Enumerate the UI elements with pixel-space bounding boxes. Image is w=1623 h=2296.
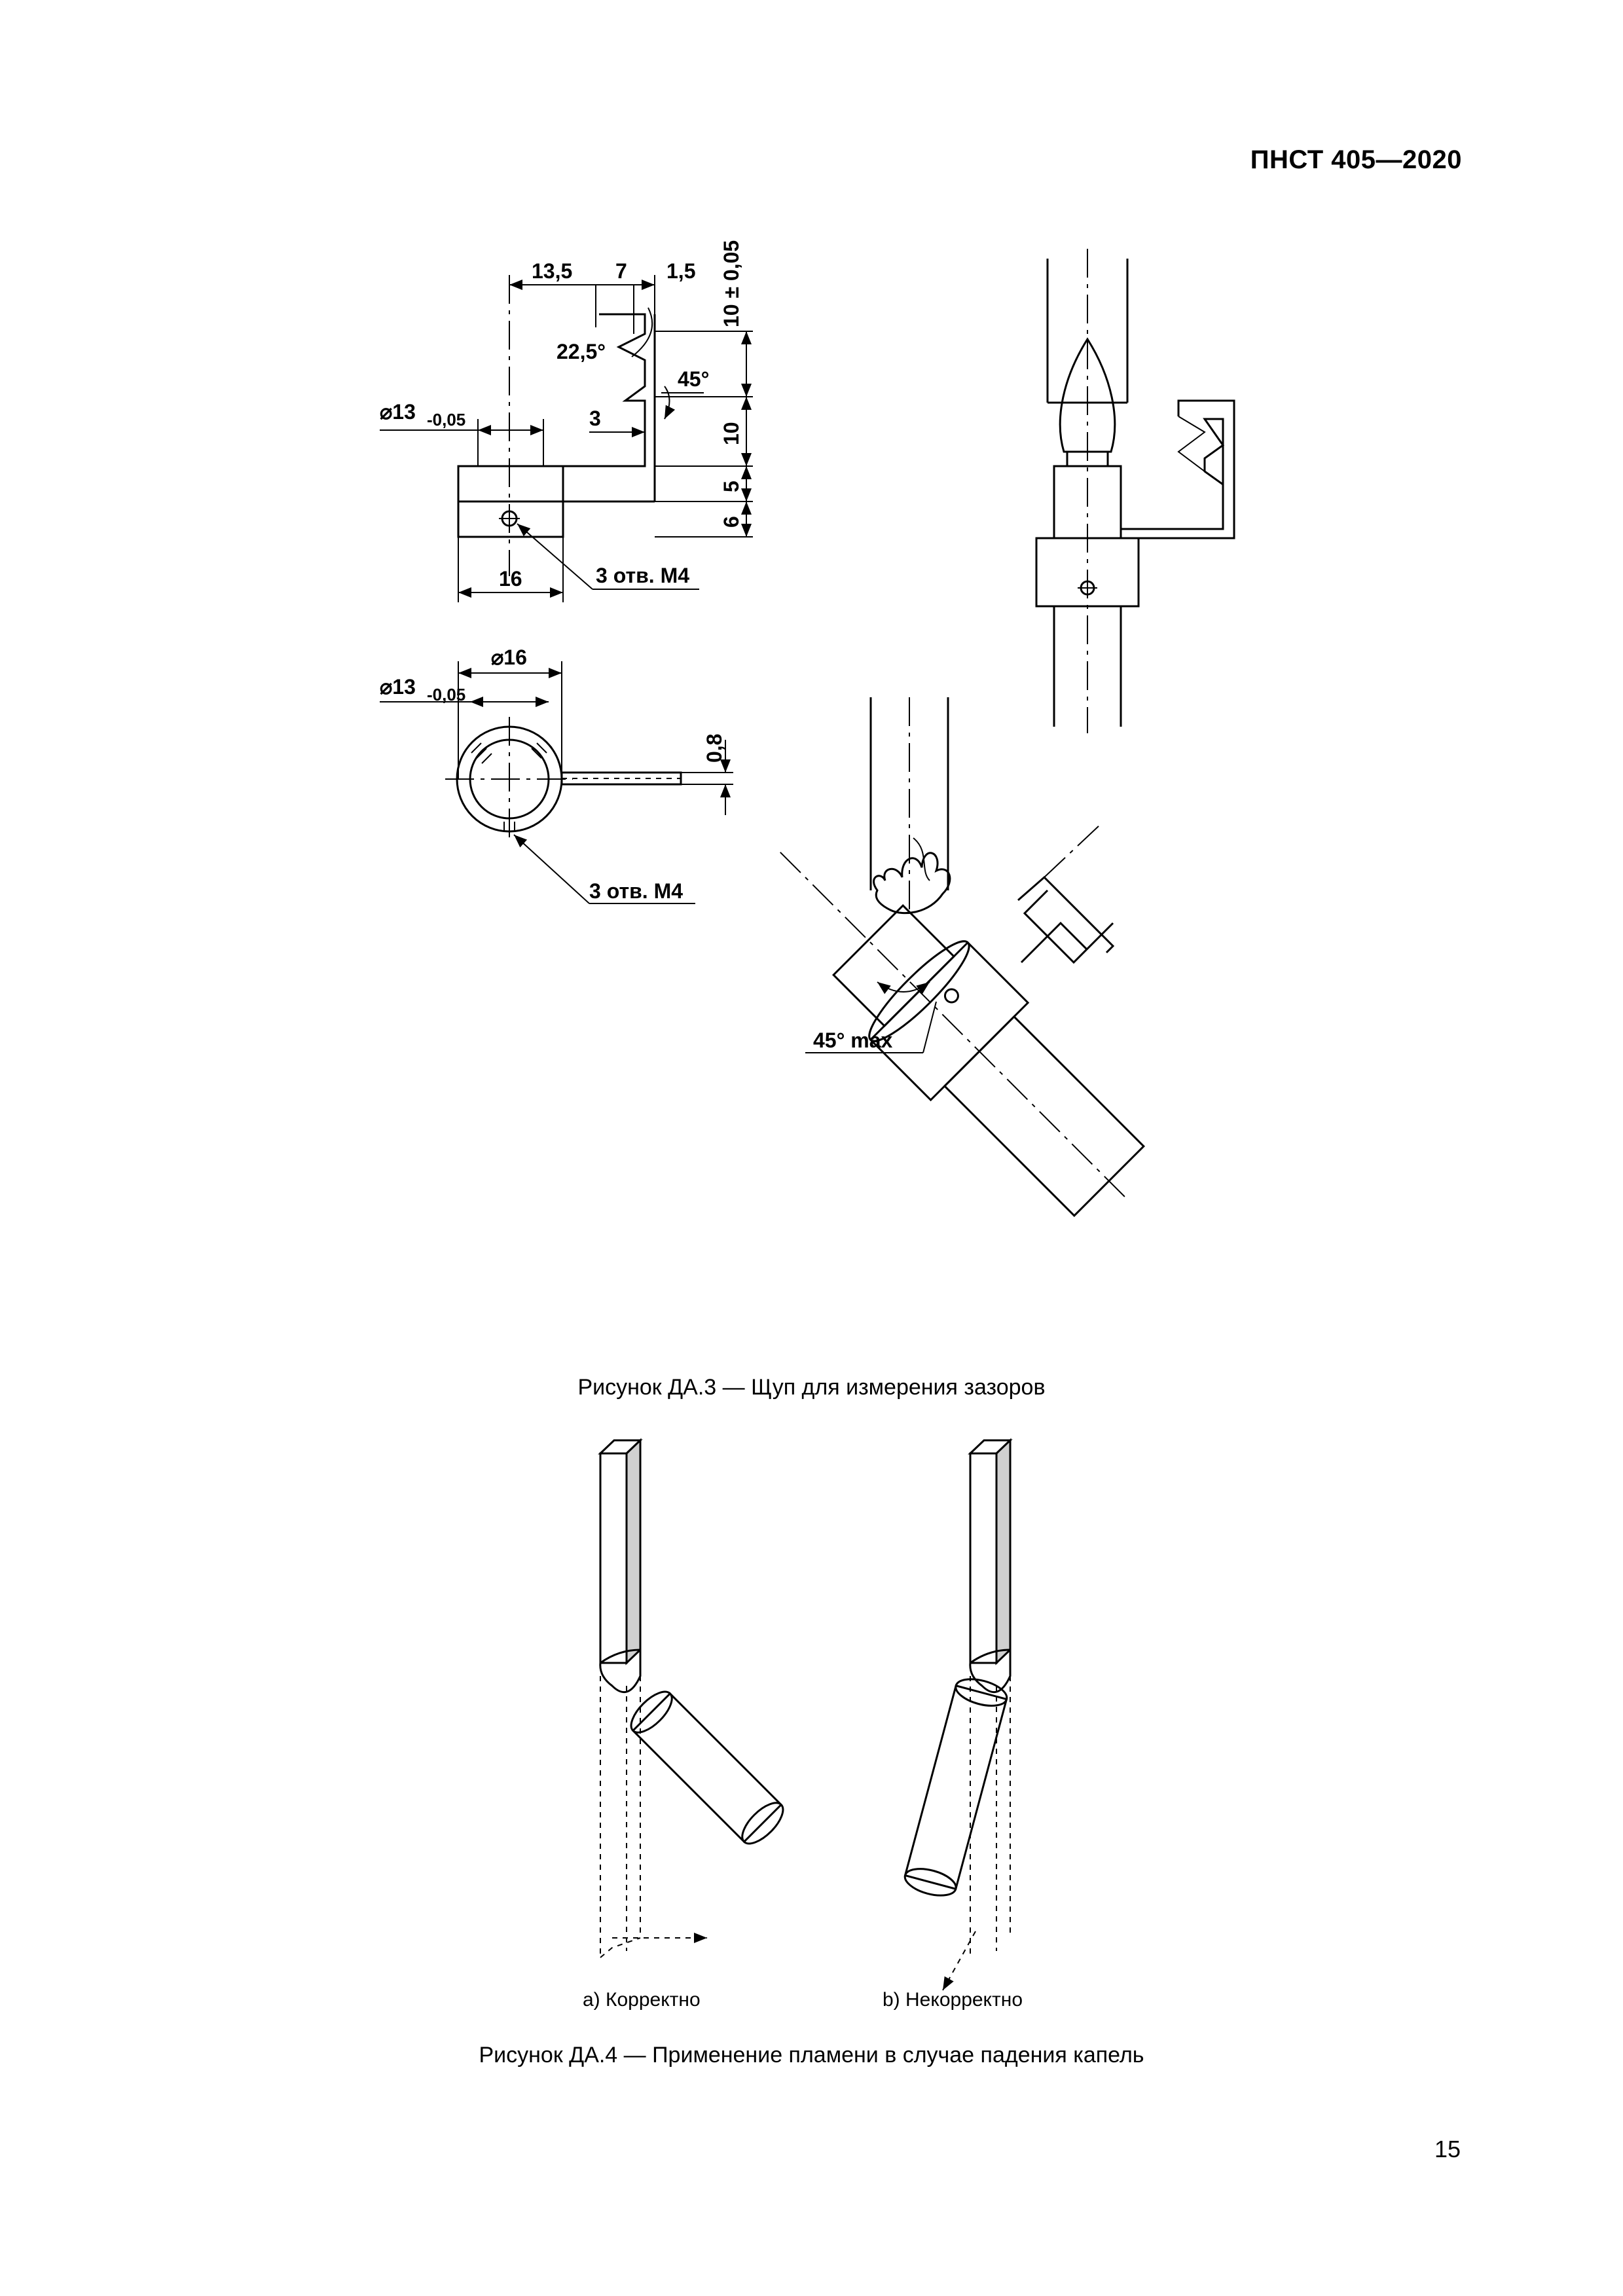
dim-6: 6: [720, 516, 743, 528]
figure-da4-incorrect: [903, 1438, 1013, 1991]
dim-angle-45: 45°: [678, 367, 709, 391]
dim-3: 3: [589, 407, 601, 430]
label-correct: a) Корректно: [583, 1989, 701, 2011]
dim-diameter-16: ⌀16: [491, 646, 527, 669]
figure-da4-correct: [598, 1438, 784, 1958]
dim-10: 10: [720, 422, 743, 445]
page-number: 15: [1434, 2136, 1461, 2162]
dim-diameter-13-b-tolerance: -0,05: [427, 685, 465, 704]
holes-label-2: 3 отв. М4: [589, 879, 683, 903]
dim-1-5: 1,5: [666, 259, 695, 283]
dim-16: 16: [499, 567, 522, 591]
figure-da4-caption: Рисунок ДА.4 — Применение пламени в случ…: [479, 2043, 1144, 2068]
dim-diameter-13-b: ⌀13: [380, 675, 416, 699]
holes-label: 3 отв. М4: [596, 564, 689, 587]
dim-5: 5: [720, 481, 743, 492]
probe-tilted-view: [780, 697, 1146, 1218]
dim-7: 7: [615, 259, 627, 283]
dim-diameter-13: ⌀13: [380, 400, 416, 424]
dim-diameter-13-tolerance: -0,05: [427, 410, 465, 429]
figure-da3-caption: Рисунок ДА.3 — Щуп для измерения зазоров: [577, 1375, 1046, 1400]
probe-assembled-view: [1035, 249, 1235, 733]
dim-tolerance: 10 ± 0,05: [720, 240, 743, 327]
dim-0-8: 0,8: [702, 734, 726, 763]
dim-angle-22-5: 22,5°: [556, 340, 606, 363]
probe-side-view: [380, 275, 753, 602]
document-code: ПНСТ 405—2020: [1250, 145, 1462, 174]
dim-13-5: 13,5: [532, 259, 572, 283]
dim-angle-45-max: 45° max: [813, 1029, 893, 1052]
probe-top-view: [380, 661, 733, 904]
label-incorrect: b) Некорректно: [883, 1989, 1023, 2011]
